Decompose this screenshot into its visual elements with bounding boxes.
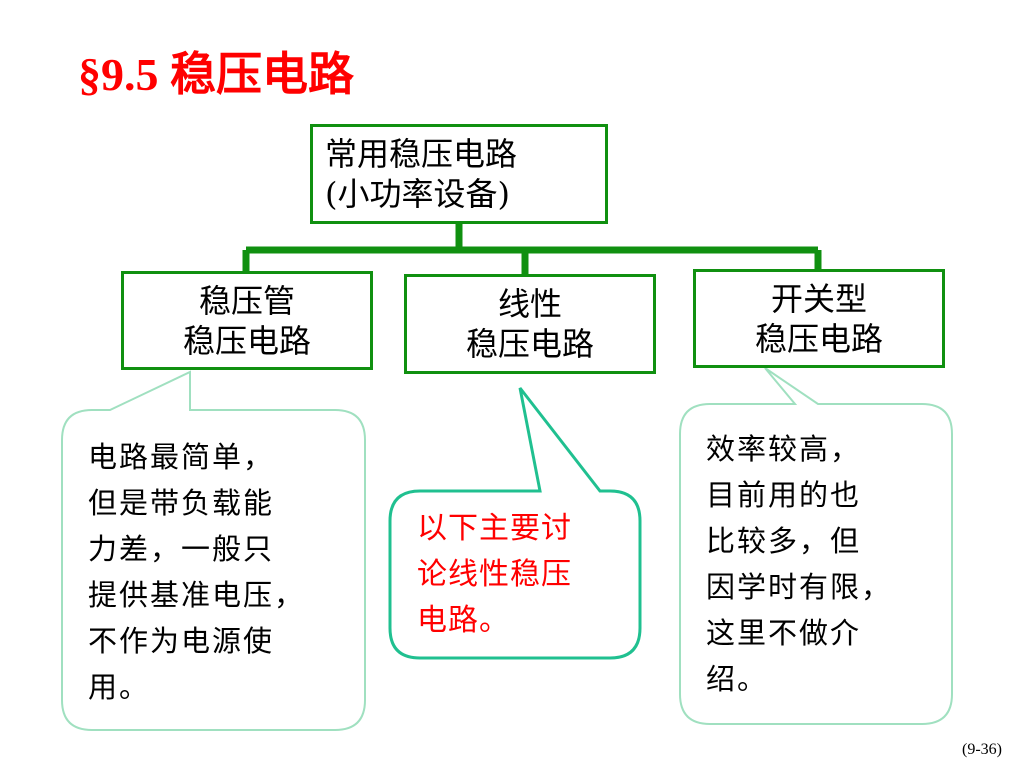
category-node-line1: 线性 (497, 285, 562, 323)
callout-bubble-middle (388, 387, 642, 660)
note-line: 效率较高， (706, 432, 862, 466)
category-node-line2: 稳压电路 (182, 321, 311, 360)
root-node-line2: (小功率设备) (325, 175, 510, 213)
note-line: 但是带负载能 (88, 486, 275, 520)
note-line: 电路最简单， (88, 440, 275, 474)
root-node-line1: 常用稳压电路 (325, 135, 518, 173)
note-line: 提供基准电压， (88, 578, 306, 612)
category-node-linear: 线性 稳压电路 (404, 274, 656, 374)
note-line: 这里不做介 (706, 616, 862, 650)
category-node-line1: 开关型 (770, 279, 867, 318)
note-zener: 电路最简单， 但是带负载能 力差，一般只 提供基准电压， 不作为电源使 用。 (88, 434, 305, 710)
note-line: 目前用的也 (706, 478, 862, 512)
note-line: 因学时有限， (706, 570, 893, 604)
note-line: 力差，一般只 (88, 532, 275, 566)
note-switching: 效率较高， 目前用的也 比较多，但 因学时有限， 这里不做介 绍。 (706, 426, 892, 702)
category-node-line1: 稳压管 (198, 281, 295, 320)
callout-bubble-right (679, 367, 953, 725)
slide-title: §9.5 稳压电路 (78, 49, 354, 100)
category-node-switching: 开关型 稳压电路 (693, 269, 945, 368)
note-line: 电路。 (417, 603, 510, 638)
category-node-line2: 稳压电路 (465, 325, 594, 363)
note-line: 用。 (88, 670, 151, 704)
tree-connectors (242, 224, 822, 274)
root-node: 常用稳压电路 (小功率设备) (310, 124, 608, 224)
category-node-zener: 稳压管 稳压电路 (121, 271, 373, 370)
note-line: 比较多，但 (706, 524, 862, 558)
note-line: 论线性稳压 (417, 557, 572, 592)
page-number: (9-36) (962, 741, 1002, 758)
note-line: 绍。 (706, 662, 769, 696)
category-node-line2: 稳压电路 (754, 319, 883, 358)
note-line: 以下主要讨 (417, 511, 572, 546)
note-linear: 以下主要讨 论线性稳压 电路。 (417, 506, 572, 644)
note-line: 不作为电源使 (88, 624, 275, 658)
callout-bubble-left (61, 370, 366, 731)
